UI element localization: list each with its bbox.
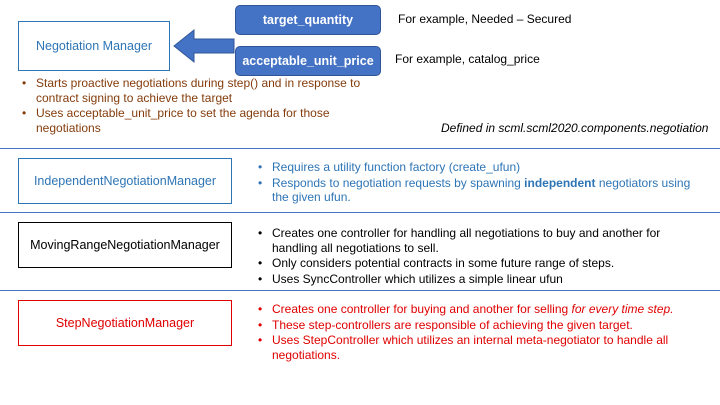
manager-bullets: • Starts proactive negotiations during s… <box>22 76 360 136</box>
bullet-text: Uses StepController which utilizes an in… <box>272 333 669 347</box>
quantity-example-note: For example, Needed – Secured <box>398 12 572 26</box>
moving-range-manager-box: MovingRangeNegotiationManager <box>18 222 232 268</box>
price-example-note: For example, catalog_price <box>395 52 540 66</box>
list-item: • Requires a utility function factory (c… <box>258 160 690 175</box>
list-item: • Uses SyncController which utilizes a s… <box>258 272 660 287</box>
bullet-icon: • <box>258 256 263 270</box>
bullet-text: Creates one controller for handling all … <box>272 226 661 240</box>
moving-range-bullets: • Creates one controller for handling al… <box>258 226 660 287</box>
list-item: • Only considers potential contracts in … <box>258 256 660 271</box>
bullet-text: contract signing to achieve the target <box>36 90 233 105</box>
list-item: • Starts proactive negotiations during s… <box>22 76 360 105</box>
bullet-icon: • <box>22 106 27 120</box>
defined-in-note: Defined in scml.scml2020.components.nego… <box>441 121 709 135</box>
step-bullets: • Creates one controller for buying and … <box>258 302 674 363</box>
divider <box>0 212 720 213</box>
target-quantity-label: target_quantity <box>262 13 354 27</box>
bullet-icon: • <box>258 317 263 332</box>
bullet-icon: • <box>258 302 263 316</box>
negotiation-manager-label: Negotiation Manager <box>35 39 153 53</box>
list-item: • Uses StepController which utilizes an … <box>258 333 674 362</box>
divider <box>0 290 720 291</box>
list-item: • Creates one controller for handling al… <box>258 226 660 255</box>
bullet-text: the given ufun. <box>272 190 351 204</box>
acceptable-unit-price-label: acceptable_unit_price <box>242 54 374 68</box>
independent-manager-box: IndependentNegotiationManager <box>18 158 232 204</box>
bullet-text: Uses acceptable_unit_price to set the ag… <box>36 106 330 120</box>
bullet-icon: • <box>258 333 263 347</box>
bullet-text: Responds to negotiation requests by spaw… <box>272 175 525 190</box>
bullet-icon: • <box>258 160 263 174</box>
divider <box>0 148 720 149</box>
bullet-text: Creates one controller for buying and an… <box>272 302 572 316</box>
bullet-emphasis: for every time step. <box>571 302 674 316</box>
bullet-text: Requires a utility function factory (cre… <box>272 160 521 174</box>
bullet-text: Starts proactive negotiations during ste… <box>36 76 361 90</box>
independent-bullets: • Requires a utility function factory (c… <box>258 160 690 206</box>
bullet-icon: • <box>258 271 263 286</box>
bullet-text: handling all negotiations to sell. <box>272 240 439 255</box>
independent-manager-label: IndependentNegotiationManager <box>33 174 217 188</box>
list-item: • Responds to negotiation requests by sp… <box>258 176 690 205</box>
moving-range-manager-label: MovingRangeNegotiationManager <box>30 238 220 252</box>
bullet-text: negotiations. <box>272 347 341 362</box>
bullet-text: negotiations <box>36 120 101 135</box>
negotiation-manager-box: Negotiation Manager <box>18 21 170 71</box>
target-quantity-pill: target_quantity <box>235 5 381 35</box>
bullet-text: Only considers potential contracts in so… <box>272 256 615 270</box>
list-item: • Uses acceptable_unit_price to set the … <box>22 106 360 135</box>
step-manager-box: StepNegotiationManager <box>18 300 232 346</box>
bullet-text: These step-controllers are responsible o… <box>272 317 633 332</box>
left-arrow-icon <box>173 28 235 64</box>
step-manager-label: StepNegotiationManager <box>55 316 195 330</box>
bullet-icon: • <box>258 175 263 190</box>
list-item: • These step-controllers are responsible… <box>258 318 674 333</box>
bullet-icon: • <box>22 76 27 90</box>
bullet-icon: • <box>258 226 263 240</box>
list-item: • Creates one controller for buying and … <box>258 302 674 317</box>
acceptable-unit-price-pill: acceptable_unit_price <box>235 46 381 76</box>
bullet-text: negotiators using <box>595 175 691 190</box>
bullet-text: Uses SyncController which utilizes a sim… <box>272 271 563 286</box>
bullet-emphasis: independent <box>524 175 596 190</box>
